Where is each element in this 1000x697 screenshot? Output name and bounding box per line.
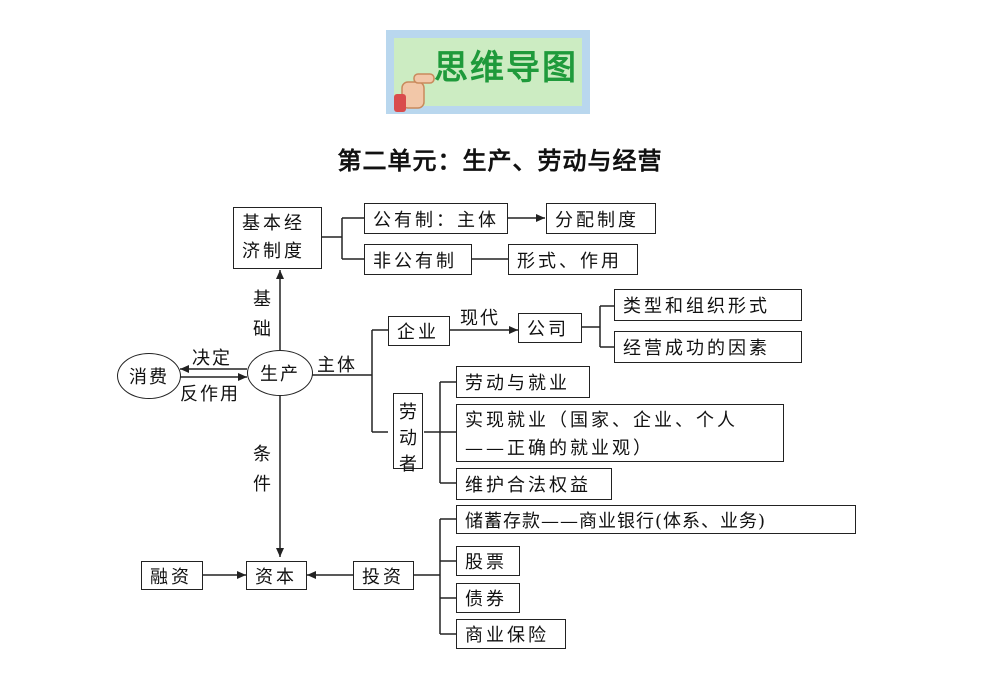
banner-background — [394, 38, 582, 106]
savings-box: 储蓄存款——商业银行(体系、业务) — [456, 505, 856, 534]
laborer-char-3: 者 — [399, 454, 417, 475]
realize-employment-line1: 实现就业（国家、企业、个人 — [465, 410, 738, 431]
realize-employment-line2: ——正确的就业观） — [465, 438, 654, 459]
edge-label-condition-1: 条 — [253, 444, 271, 465]
edge-label-basis-2: 础 — [253, 319, 271, 340]
edge-label-main-body: 主体 — [317, 355, 357, 376]
laborer-box: 劳 动 者 — [393, 393, 423, 475]
page-title: 第二单元：生产、劳动与经营 — [337, 146, 663, 175]
laborer-char-1: 劳 — [399, 402, 417, 423]
edge-label-reaction: 反作用 — [180, 384, 240, 405]
edge-label-decides: 决定 — [192, 348, 232, 369]
consumption-oval: 消费 — [117, 353, 181, 399]
capital-box: 资本 — [246, 561, 307, 590]
banner-title: 思维导图 — [434, 48, 578, 88]
hand-pointer-icon — [394, 73, 435, 112]
public-ownership-box: 公有制：主体 — [364, 203, 508, 234]
enterprise-box: 企业 — [388, 316, 450, 346]
mind-map-banner: 思维导图 — [386, 30, 590, 114]
non-public-ownership-box: 非公有制 — [364, 244, 472, 275]
bonds-box: 债券 — [456, 583, 520, 613]
edge-label-basis: 基 础 — [252, 285, 272, 345]
production-oval: 生产 — [247, 350, 313, 396]
edge-label-basis-1: 基 — [253, 289, 271, 310]
laborer-char-2: 动 — [399, 428, 417, 449]
edge-label-modern: 现代 — [460, 308, 500, 329]
types-forms-box: 类型和组织形式 — [614, 289, 802, 321]
stocks-box: 股票 — [456, 546, 520, 576]
edge-label-condition-2: 件 — [253, 474, 271, 495]
insurance-box: 商业保险 — [456, 619, 566, 649]
basic-economic-system-box: 基本经 济制度 — [233, 207, 322, 269]
distribution-system-box: 分配制度 — [546, 203, 656, 234]
basic-economic-system-line2: 济制度 — [242, 241, 305, 262]
realize-employment-box: 实现就业（国家、企业、个人 ——正确的就业观） — [456, 404, 784, 462]
company-box: 公司 — [518, 313, 582, 343]
labor-employment-box: 劳动与就业 — [456, 366, 590, 398]
basic-economic-system-line1: 基本经 — [242, 213, 305, 234]
edge-label-condition: 条 件 — [252, 440, 272, 500]
success-factors-box: 经营成功的因素 — [614, 331, 802, 363]
financing-box: 融资 — [141, 561, 203, 590]
investment-box: 投资 — [353, 561, 414, 590]
forms-roles-box: 形式、作用 — [508, 244, 638, 275]
protect-rights-box: 维护合法权益 — [456, 468, 612, 500]
